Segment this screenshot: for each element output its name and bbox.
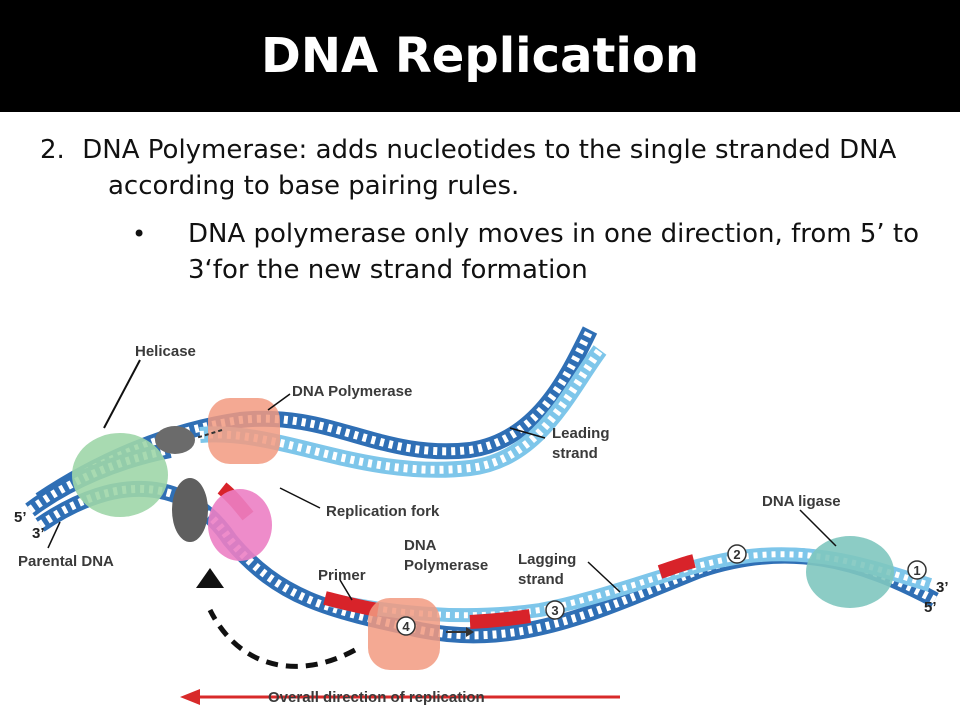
end-right-3: 3’ (936, 579, 949, 596)
label-overall-direction: Overall direction of replication (268, 689, 485, 706)
polymerase-top-icon (208, 398, 280, 464)
label-lagging-1: Lagging (518, 551, 576, 568)
fork-protein-gray-lower-icon (172, 478, 208, 542)
polymerase-top-leader (267, 393, 291, 411)
leading-strand-leader (509, 427, 546, 439)
direction-arrow-top (195, 429, 223, 439)
helicase-icon (72, 433, 168, 517)
direction-arrowhead-lower (466, 627, 474, 637)
point-2: 2. DNA Polymerase: adds nucleotides to t… (40, 132, 940, 204)
end-left-3: 3’ (32, 525, 45, 542)
slide-body: 2. DNA Polymerase: adds nucleotides to t… (40, 132, 940, 288)
slide-title: DNA Replication (0, 0, 960, 112)
end-left-5: 5’ (14, 509, 27, 526)
helicase-leader (103, 359, 141, 429)
parental-dna-leader (47, 521, 61, 549)
replication-diagram: 1 2 3 4 Helicase (0, 310, 960, 720)
end-right-5: 5’ (924, 599, 937, 616)
fragment-4-label: 4 (402, 619, 410, 634)
replication-fork-leader (279, 487, 321, 509)
overall-direction-arrowhead (180, 689, 200, 705)
fragment-1: 1 (907, 560, 927, 580)
label-dna-ligase: DNA ligase (762, 493, 841, 510)
fork-protein-gray-icon (155, 426, 195, 454)
bullet-item: • DNA polymerase only moves in one direc… (40, 216, 940, 288)
primer-3 (657, 554, 696, 579)
fragment-3: 3 (545, 600, 565, 620)
replication-diagram-svg: 1 2 3 4 Helicase (14, 326, 949, 706)
label-leading-2: strand (552, 445, 598, 462)
fragment-1-label: 1 (913, 563, 920, 578)
label-dna-polymerase-bottom-2: Polymerase (404, 557, 488, 574)
primer-leader (339, 579, 353, 601)
overall-direction-dashed-arrow (207, 608, 357, 669)
lagging-strand-leader (587, 561, 621, 593)
leading-new-rungs (199, 347, 604, 474)
label-dna-polymerase-top: DNA Polymerase (292, 383, 412, 400)
ligase-leader (799, 509, 837, 547)
fragment-2-label: 2 (733, 547, 740, 562)
dashed-arrowhead-icon (196, 568, 224, 588)
label-leading-1: Leading (552, 425, 610, 442)
primer-2 (469, 609, 532, 629)
label-replication-fork: Replication fork (326, 503, 440, 520)
label-helicase: Helicase (135, 343, 196, 360)
label-primer: Primer (318, 567, 366, 584)
fragment-2: 2 (727, 544, 747, 564)
point-number: 2. (40, 135, 65, 165)
bullet-text: DNA polymerase only moves in one directi… (188, 219, 920, 285)
point-text: DNA Polymerase: adds nucleotides to the … (82, 135, 897, 201)
bullet-dot: • (132, 220, 147, 248)
fork-protein-pink-icon (208, 489, 272, 561)
fragment-3-label: 3 (551, 603, 558, 618)
fragment-4: 4 (396, 616, 416, 636)
label-dna-polymerase-bottom-1: DNA (404, 537, 437, 554)
label-parental-dna: Parental DNA (18, 553, 114, 570)
label-lagging-2: strand (518, 571, 564, 588)
ligase-icon (806, 536, 894, 608)
